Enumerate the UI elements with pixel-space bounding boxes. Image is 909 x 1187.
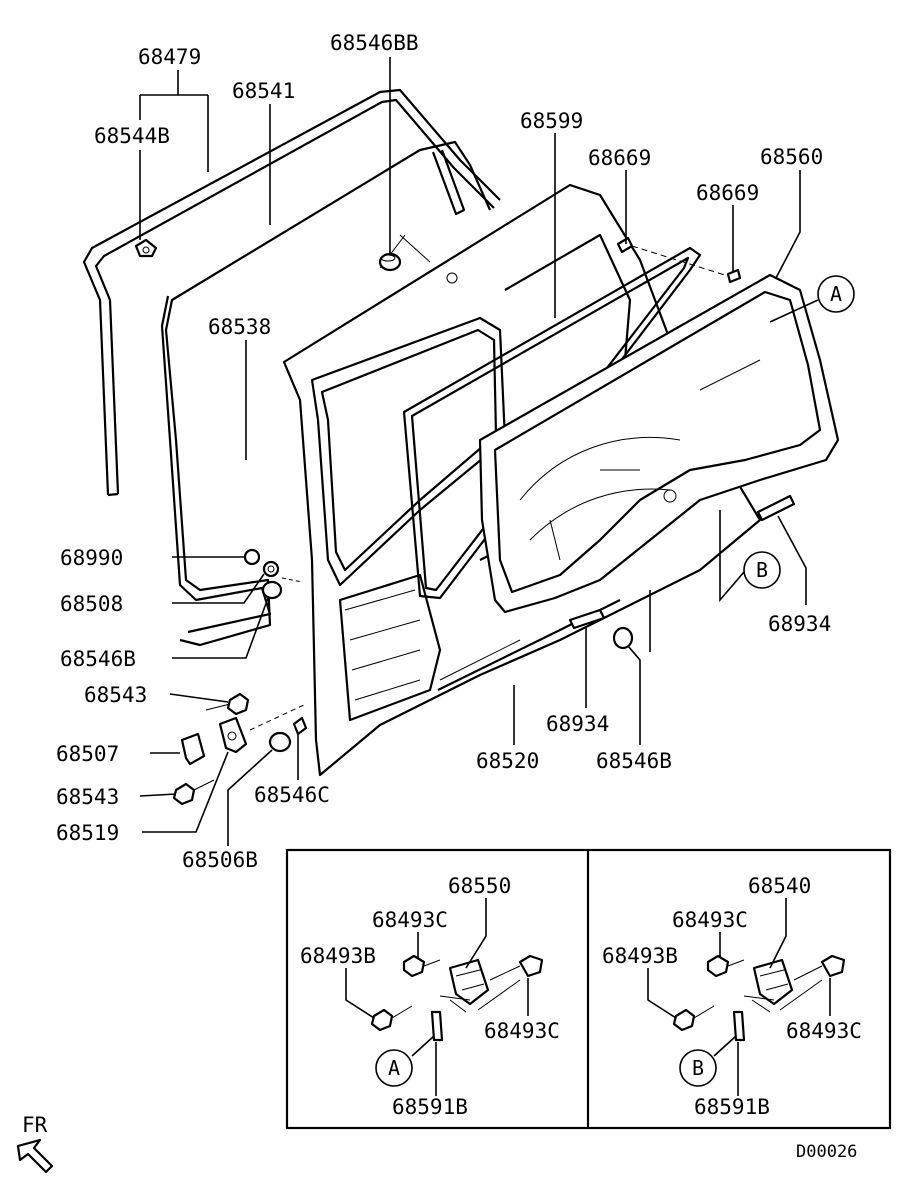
label-68934-right: 68934 <box>768 612 831 636</box>
callout-b-main-text: B <box>756 558 768 582</box>
grommet-set-left <box>243 548 303 600</box>
label-68934-center: 68934 <box>546 712 609 736</box>
plug-68546BB <box>378 252 402 272</box>
callout-a-inset-text: A <box>388 1056 400 1080</box>
label-68538: 68538 <box>208 315 271 339</box>
inset-left-hinge <box>345 898 544 1096</box>
label-68520: 68520 <box>476 749 539 773</box>
door-seal-68541 <box>160 140 492 647</box>
label-68507: 68507 <box>56 742 119 766</box>
part-labels: 68479 68541 68546BB 68544B 68599 68669 6… <box>56 31 831 872</box>
hardware-lower-left <box>172 692 308 806</box>
label-68493B-right: 68493B <box>602 944 678 968</box>
leader-lines <box>139 57 819 846</box>
label-68550: 68550 <box>448 874 511 898</box>
label-68591B-left: 68591B <box>392 1095 468 1119</box>
label-68540: 68540 <box>748 874 811 898</box>
label-68546B-right: 68546B <box>596 749 672 773</box>
label-68990: 68990 <box>60 546 123 570</box>
clip-68669 <box>616 236 742 284</box>
strip-68934 <box>568 494 796 630</box>
callout-b-main: B <box>743 551 781 589</box>
label-68506B: 68506B <box>182 848 258 872</box>
label-68543-top: 68543 <box>84 683 147 707</box>
diagram-code: D00026 <box>796 1142 857 1162</box>
callout-a-main-text: A <box>830 282 842 306</box>
label-68546B-left: 68546B <box>60 647 136 671</box>
label-68519: 68519 <box>56 821 119 845</box>
label-68493C-left-top: 68493C <box>372 908 448 932</box>
label-68508: 68508 <box>60 592 123 616</box>
label-68544B: 68544B <box>94 124 170 148</box>
label-68591B-right: 68591B <box>694 1095 770 1119</box>
callout-a-main: A <box>817 275 855 313</box>
label-68669-b: 68669 <box>696 181 759 205</box>
label-68493C-right-right: 68493C <box>786 1019 862 1043</box>
arrow-icon <box>16 1138 54 1174</box>
label-68599: 68599 <box>520 109 583 133</box>
inset-box <box>285 848 892 1130</box>
label-68541: 68541 <box>232 79 295 103</box>
clip-68544B <box>134 238 158 258</box>
label-68560: 68560 <box>760 145 823 169</box>
plug-68546B-right <box>612 626 634 650</box>
label-68493B-left: 68493B <box>300 944 376 968</box>
label-68493C-right-top: 68493C <box>672 908 748 932</box>
front-direction-indicator: FR <box>16 1113 54 1174</box>
fr-label: FR <box>22 1113 48 1137</box>
label-68479: 68479 <box>138 45 201 69</box>
label-68546C: 68546C <box>254 783 330 807</box>
label-68493C-left-right: 68493C <box>484 1019 560 1043</box>
label-68546BB: 68546BB <box>330 31 419 55</box>
label-68543-bottom: 68543 <box>56 785 119 809</box>
inset-right-labels: 68540 68493C 68493B 68493C 68591B B <box>602 874 862 1119</box>
inset-right-hinge <box>647 898 846 1096</box>
callout-b-inset-text: B <box>692 1056 704 1080</box>
label-68669-a: 68669 <box>588 146 651 170</box>
inset-left-labels: 68550 68493C 68493B 68493C 68591B A <box>300 874 560 1119</box>
